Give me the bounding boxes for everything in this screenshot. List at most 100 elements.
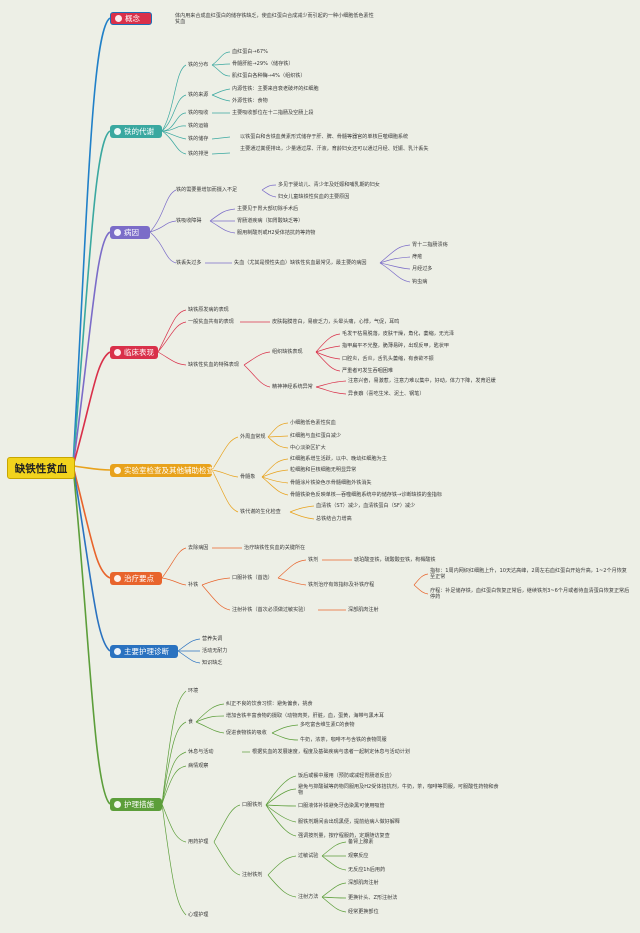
branch-lab-tests[interactable]: 实验室检查及其他辅助检查 xyxy=(110,464,214,477)
node: 铁的来源 xyxy=(188,92,209,98)
node: 妇女儿童缺铁性贫血的主要原因 xyxy=(278,194,350,200)
node: 红细胞与血红蛋白减少 xyxy=(290,433,341,439)
node: 增加含铁丰富食物的摄取（动物肉类，肝脏，血，蛋黄，海带与黑木耳 xyxy=(226,713,384,719)
node: 口服液体补铁避免牙齿染黑可使用吸管 xyxy=(298,803,385,809)
node: 骨髓铁染色反映单核—吞噬细胞系统中的储存铁→诊断缺铁的金指标 xyxy=(290,492,442,498)
node: 严重者可发生吞咽困难 xyxy=(342,368,393,374)
branch-concept[interactable]: 概念 xyxy=(110,12,152,25)
node: 琥珀酸亚铁，硫酸酸亚铁，枸橼酸铁 xyxy=(354,557,436,563)
node: 铁的吸收 xyxy=(188,110,209,116)
branch-etiology[interactable]: 病因 xyxy=(110,226,150,239)
node: 多见于婴幼儿、青少年及妊娠和哺乳期的妇女 xyxy=(278,182,380,188)
branch-nursing-measures[interactable]: 护理措施 xyxy=(110,798,162,811)
node: 骨髓象 xyxy=(240,474,256,480)
node: 皮肤黏膜苍白，易疲乏力，头晕头痛，心悸，气促，耳鸣 xyxy=(272,319,400,325)
branch-nursing-diagnosis[interactable]: 主要护理诊断 xyxy=(110,645,178,658)
node: 主要通过粪便排出，少量通过尿、汗液，育龄妇女还可以通过月经、妊娠、乳汁丢失 xyxy=(240,146,429,152)
node: 铁的分布 xyxy=(188,62,209,68)
node: 粒细胞和巨核细胞无明显异常 xyxy=(290,467,357,473)
node: 毛发干枯易脱落，皮肤干燥，角化，萎缩，无光泽 xyxy=(342,331,455,337)
node: 铁代谢的生化检查 xyxy=(240,509,281,515)
node: 深部肌肉注射 xyxy=(348,607,379,613)
node: 病情观察 xyxy=(188,763,209,769)
cycle-icon xyxy=(114,128,121,135)
node: 促进食物铁的吸收 xyxy=(226,730,267,736)
node: 红细胞系增生活跃，以中、晚幼红细胞为主 xyxy=(290,456,387,462)
node: 注射方法 xyxy=(298,894,319,900)
node: 更换针头、Z形注射法 xyxy=(348,895,398,901)
node: 补铁 xyxy=(188,582,199,588)
node: 主要见于胃大部切除手术后 xyxy=(237,206,299,212)
link-root-b7 xyxy=(72,465,111,652)
node: 小细胞低色素性贫血 xyxy=(290,420,336,426)
node: 钩虫病 xyxy=(412,279,428,285)
node: 避免与抑酸碱等药物同服用及H2受体拮抗剂，牛奶，茶，咖啡等同服，可服酸性药物和食… xyxy=(298,784,499,796)
node: 精神神经系统异常 xyxy=(272,384,313,390)
node: 强调按剂量，按疗程服药，定期随访复查 xyxy=(298,833,390,839)
node: 血红蛋白→67% xyxy=(232,49,268,55)
node: 饭后或餐中服用（预防或减轻胃肠道反应） xyxy=(298,773,395,779)
node: 月经过多 xyxy=(412,266,433,272)
flask-icon xyxy=(114,467,121,474)
node: 骨髓肝脏→29%（储存铁） xyxy=(232,61,294,67)
node: 过敏试验 xyxy=(298,853,319,859)
node: 深部肌肉注射 xyxy=(348,880,379,886)
heart-icon xyxy=(114,801,121,808)
node: 主要吸收部位在十二指肠及空肠上段 xyxy=(232,110,314,116)
branch-treatment[interactable]: 治疗要点 xyxy=(110,572,162,585)
node: 知识缺乏 xyxy=(202,660,223,666)
node: 铁丢失过多 xyxy=(176,260,202,266)
node: 服用制酸剂或H2受体拮抗药等药物 xyxy=(237,230,316,236)
info-icon xyxy=(114,229,121,236)
node: 一般贫血共有的表现 xyxy=(188,319,234,325)
link-root-b4 xyxy=(72,351,111,467)
node: 经常更换部位 xyxy=(348,909,379,915)
link-root-b3 xyxy=(72,231,111,467)
node: 总铁结合力增高 xyxy=(316,516,352,522)
node: 治疗缺铁性贫血的关键所在 xyxy=(244,545,306,551)
node: 胃肠道疾病（如胃酸缺乏等） xyxy=(237,218,304,224)
node: 备肾上腺素 xyxy=(348,839,374,845)
node: 痔疮 xyxy=(412,254,423,260)
node: 无反应1h后用药 xyxy=(348,867,386,873)
node: 肌红蛋白各种酶→4%（组织铁） xyxy=(232,73,306,79)
node: 服铁剂期间会出现黑便，提前给病人做好解释 xyxy=(298,819,400,825)
node: 铁的需要量增加而摄入不足 xyxy=(176,187,238,193)
node: 外源性铁：食物 xyxy=(232,98,268,104)
node: 口服铁剂 xyxy=(242,802,263,808)
node: 观察反应 xyxy=(348,853,369,859)
pulse-icon xyxy=(114,349,121,356)
branch-iron-metabolism[interactable]: 铁的代谢 xyxy=(110,125,162,138)
node: 指甲扁平不光整，脆薄易碎，出现反甲，匙状甲 xyxy=(342,343,449,349)
node: 血清铁（ST）减少，血清铁蛋白（SF）减少 xyxy=(316,503,416,509)
pill-icon xyxy=(114,575,121,582)
node: 铁剂 xyxy=(308,557,319,563)
root-topic[interactable]: 缺铁性贫血 xyxy=(7,457,75,479)
node: 骨髓涂片铁染色示骨髓细胞外铁消失 xyxy=(290,480,372,486)
node: 纠正不良的饮食习惯：避免偏食，挑食 xyxy=(226,701,313,707)
node: 疗程：补足储存铁，血红蛋白恢复正常后，继续铁剂3~6个月或者待血清蛋白恢复正常后… xyxy=(430,588,630,600)
node: 心理护理 xyxy=(188,912,209,918)
node: 铁的运输 xyxy=(188,123,209,129)
node: 休息与活动 xyxy=(188,749,214,755)
node: 用药护理 xyxy=(188,839,209,845)
node: 铁的储存 xyxy=(188,136,209,142)
node: 缺铁性贫血的特殊表现 xyxy=(188,362,239,368)
node: 指标：1周内网织红细胞上升，10天达高峰，2周左右血红蛋白开始升高，1~2个月恢… xyxy=(430,568,627,580)
node: 组织缺铁表现 xyxy=(272,349,303,355)
node: 铁吸收障碍 xyxy=(176,218,202,224)
node: 内源性铁：主要来自衰老破坏的红细胞 xyxy=(232,86,319,92)
node: 铁的排泄 xyxy=(188,151,209,157)
node: 以铁蛋白和含铁血黄素形式储存于肝、脾、骨髓等器官的单核巨噬细胞系统 xyxy=(240,134,409,140)
node: 食 xyxy=(188,719,194,725)
link-root-b5 xyxy=(72,465,111,471)
node: 口服补铁（首选） xyxy=(232,575,273,581)
info-icon xyxy=(115,15,122,22)
node: 去除病因 xyxy=(188,545,209,551)
node: 活动无耐力 xyxy=(202,648,228,654)
node: 口腔炎，舌炎，舌乳头萎缩，有食欲不振 xyxy=(342,356,434,362)
branch-clinical[interactable]: 临床表现 xyxy=(110,346,158,359)
node: 牛奶，浓茶，咖啡不与含铁的食物同服 xyxy=(300,737,387,743)
concept-text: 体内用来合成血红蛋白的储存铁缺乏，使血红蛋白合成减少而引起的一种小细胞低色素性贫… xyxy=(175,13,374,25)
